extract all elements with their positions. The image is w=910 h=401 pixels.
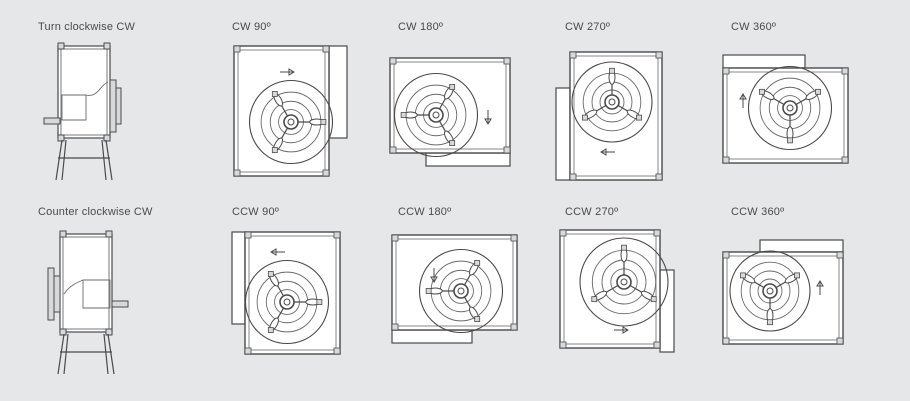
label-ccw-90: CCW 90º [232,206,279,218]
label-ccw-180: CCW 180º [398,206,452,218]
row-title-counter-clockwise: Counter clockwise CW [38,206,153,218]
fan-cw-360 [722,54,849,164]
label-cw-360: CW 360º [731,21,777,33]
rotation-arrow-icon [816,280,824,295]
fan-ccw-90 [231,231,341,355]
rotation-arrow-icon [430,268,438,283]
fan-cw-270 [555,51,663,181]
fan-ccw-180 [391,234,518,344]
label-cw-270: CW 270º [565,21,611,33]
fan-cw-180 [389,57,511,167]
fan-ccw-270 [559,229,675,353]
label-cw-180: CW 180º [398,21,444,33]
rotation-arrow-icon [270,248,285,256]
side-view-counter-clockwise [47,230,129,375]
rotation-arrow-icon [614,326,629,334]
row-title-clockwise: Turn clockwise CW [38,21,136,33]
label-ccw-270: CCW 270º [565,206,619,218]
label-ccw-360: CCW 360º [731,206,785,218]
label-cw-90: CW 90º [232,21,271,33]
rotation-arrow-icon [280,68,295,76]
rotation-arrow-icon [484,110,492,125]
rotation-arrow-icon [600,148,615,156]
side-view-clockwise [43,42,122,181]
rotation-arrow-icon [739,93,747,108]
fan-ccw-360 [722,239,844,345]
fan-cw-90 [233,45,348,177]
